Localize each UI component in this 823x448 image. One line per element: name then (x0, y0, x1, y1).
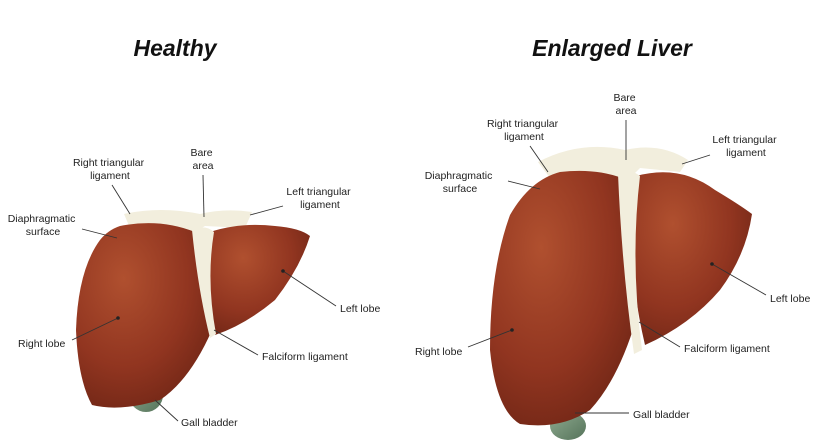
healthy-right-lobe-label: Right lobe (18, 338, 65, 350)
healthy-gall-bladder-label: Gall bladder (181, 417, 238, 429)
healthy-bare-area-leader (202, 174, 205, 218)
healthy-left-lobe-dot (281, 269, 285, 273)
healthy-right-lobe-leader (71, 317, 119, 341)
enlarged-diaphragmatic-leader (507, 180, 541, 190)
healthy-panel: Healthy Bare area Right triangular ligam… (8, 35, 381, 429)
enlarged-right-lobe-leader (467, 329, 513, 348)
enlarged-left-lobe-leader (711, 263, 767, 296)
enlarged-left-triangular-leader (681, 154, 711, 165)
enlarged-falciform-leader (638, 321, 681, 348)
healthy-right-triangular-label: Right triangular ligament (73, 157, 147, 182)
ligament-cap (124, 210, 252, 236)
healthy-left-lobe-leader (282, 270, 337, 307)
falciform-ligament-shape (192, 227, 216, 338)
healthy-falciform-label: Falciform ligament (262, 351, 348, 363)
falciform-ligament-shape (618, 171, 642, 354)
enlarged-falciform-label: Falciform ligament (684, 343, 770, 355)
enlarged-left-lobe-dot (710, 262, 714, 266)
enlarged-gall-bladder-label: Gall bladder (633, 409, 690, 421)
left-lobe-shape (630, 172, 752, 345)
healthy-diaphragmatic-leader (81, 228, 118, 239)
enlarged-right-lobe-dot (510, 328, 514, 332)
enlarged-right-lobe-label: Right lobe (415, 346, 462, 358)
healthy-gall-bladder-leader (154, 399, 179, 422)
right-lobe-shape (490, 170, 636, 426)
enlarged-diaphragmatic-label: Diaphragmatic surface (425, 170, 496, 195)
healthy-left-triangular-leader (249, 205, 284, 216)
healthy-right-lobe-dot (116, 316, 120, 320)
healthy-falciform-leader (213, 329, 259, 356)
enlarged-left-triangular-label: Left triangular ligament (712, 134, 779, 159)
enlarged-bare-area-label: Bare area (613, 92, 638, 117)
enlarged-panel: Enlarged Liver Bare area Right triangula… (415, 35, 810, 440)
healthy-left-lobe-label: Left lobe (340, 303, 380, 315)
enlarged-right-triangular-leader (529, 145, 549, 173)
healthy-right-triangular-leader (111, 184, 131, 215)
right-lobe-shape (76, 223, 212, 408)
healthy-bare-area-label: Bare area (190, 147, 215, 172)
healthy-title: Healthy (133, 35, 217, 61)
enlarged-right-triangular-label: Right triangular ligament (487, 118, 561, 143)
healthy-left-triangular-label: Left triangular ligament (286, 186, 353, 211)
healthy-diaphragmatic-label: Diaphragmatic surface (8, 213, 79, 238)
left-lobe-shape (207, 224, 310, 335)
enlarged-left-lobe-label: Left lobe (770, 293, 810, 305)
enlarged-title: Enlarged Liver (532, 35, 693, 61)
